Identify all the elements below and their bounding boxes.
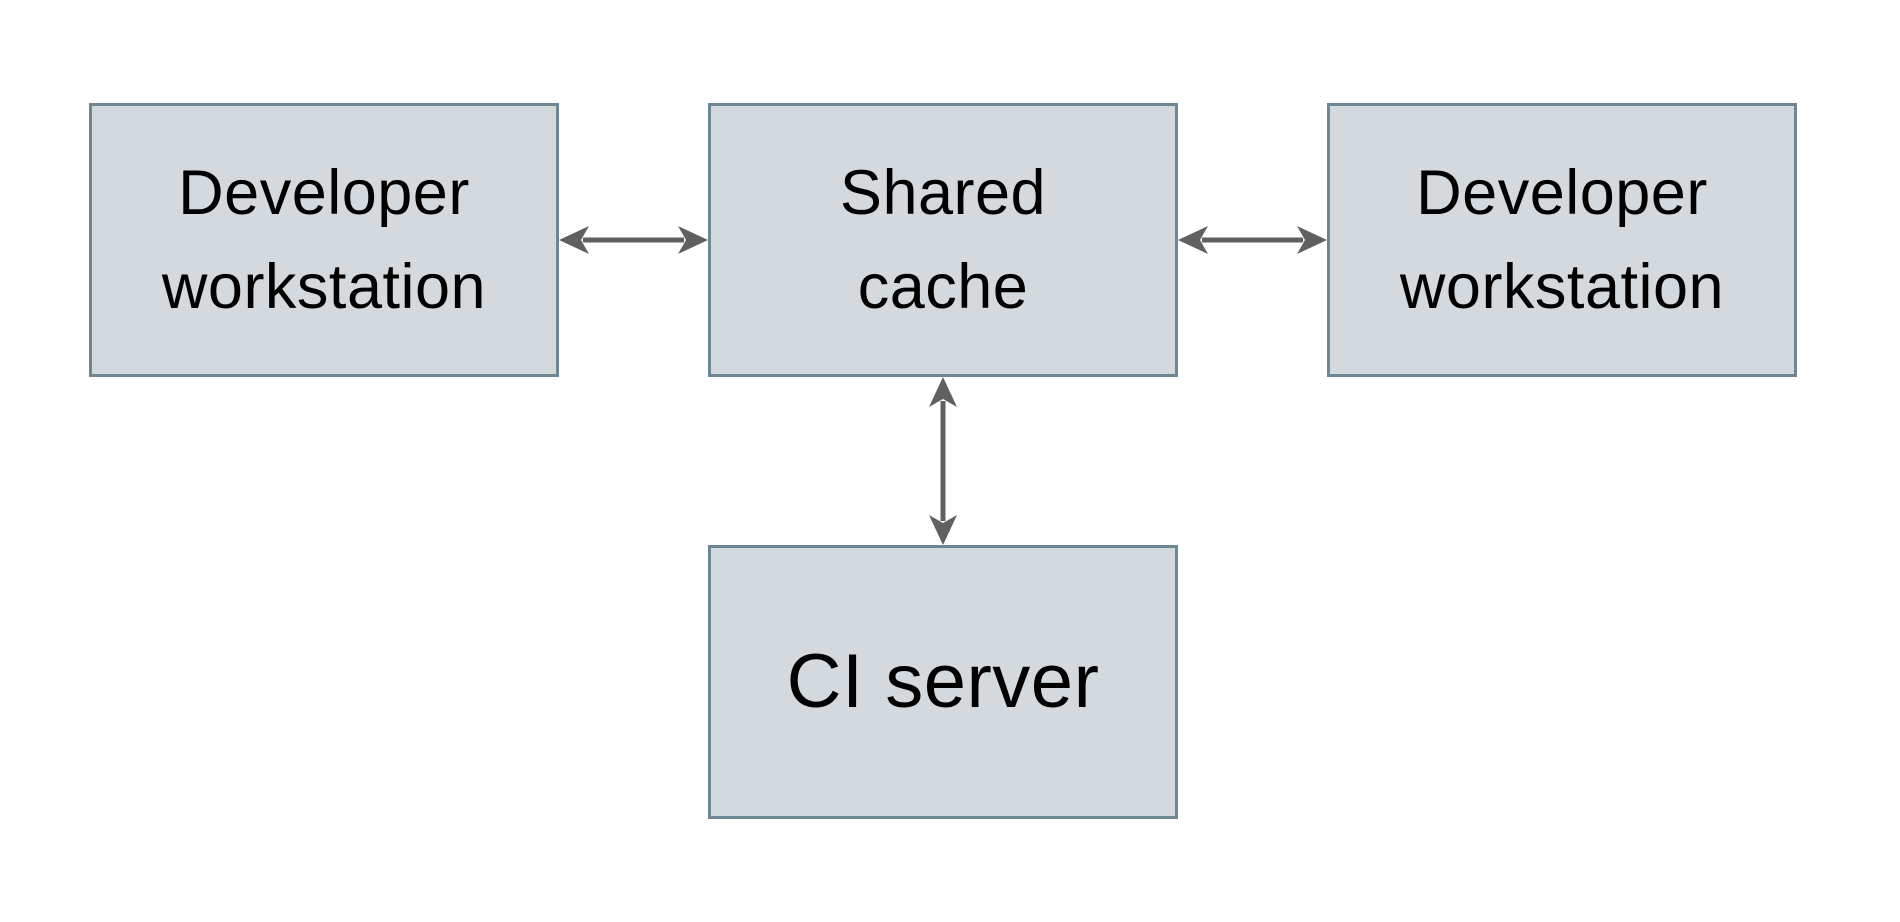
double-headed-arrow-vertical: [929, 377, 957, 545]
node-shared-cache: Shared cache: [708, 103, 1178, 377]
node-label: CI server: [786, 639, 1100, 724]
node-label: cache: [857, 252, 1029, 322]
node-ci-server: CI server: [708, 545, 1178, 819]
node-label: Shared: [839, 158, 1047, 228]
double-headed-arrow-left: [559, 226, 708, 254]
node-developer-workstation-left: Developer workstation: [89, 103, 559, 377]
double-headed-arrow-right: [1178, 226, 1327, 254]
node-label: Developer: [178, 158, 470, 228]
node-label: workstation: [1399, 252, 1725, 322]
node-developer-workstation-right: Developer workstation: [1327, 103, 1797, 377]
node-label: workstation: [161, 252, 487, 322]
node-label: Developer: [1416, 158, 1708, 228]
